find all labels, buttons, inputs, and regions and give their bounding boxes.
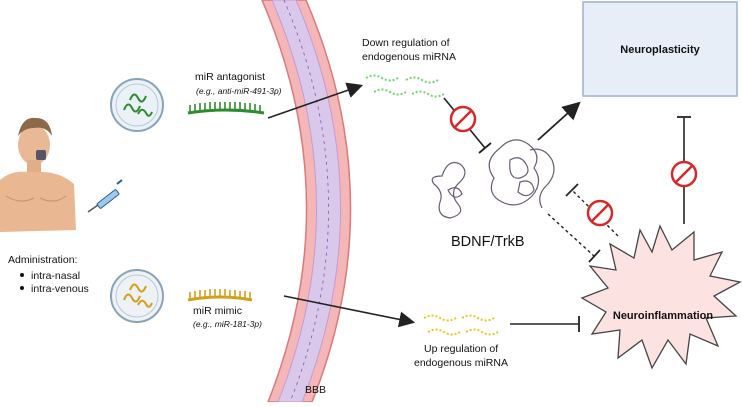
blocked-icon <box>670 160 698 188</box>
petri-dish-mimic <box>110 269 164 323</box>
administration-block: Administration: intra-nasal intra-venous <box>8 254 89 295</box>
neuroplasticity-box <box>582 1 738 97</box>
blocked-icon <box>449 105 477 133</box>
administration-title: Administration: <box>8 254 77 266</box>
down-regulation-line1: Down regulation of <box>362 37 450 49</box>
route-intra-venous: intra-venous <box>31 283 89 295</box>
mimic-label: miR mimic <box>193 305 242 317</box>
bdnf-trkb-label: BDNF/TrkB <box>451 234 525 250</box>
syringe-icon <box>87 179 123 213</box>
bullet-dot <box>20 286 24 290</box>
inhibition-bar <box>478 142 492 154</box>
human-figure <box>0 117 123 232</box>
inhibition-bar <box>565 183 579 197</box>
bullet-dot <box>20 273 24 277</box>
antagonist-example: (e.g., anti-miR-491-3p) <box>196 86 282 96</box>
neuroinflammation-starburst <box>580 224 742 370</box>
mimic-arrow <box>283 295 416 328</box>
mimic-rna-strand <box>187 289 253 302</box>
nasal-spray-icon <box>36 150 46 160</box>
bdnf-trkb-protein <box>431 139 555 219</box>
down-regulation-line2: endogenous miRNA <box>362 51 456 63</box>
bbb-label: BBB <box>305 384 326 396</box>
neuroplasticity-label: Neuroplasticity <box>620 44 700 56</box>
blood-brain-barrier <box>261 0 352 403</box>
up-regulation-line2: endogenous miRNA <box>414 357 508 369</box>
neuroinflammation-label: Neuroinflammation <box>613 310 714 322</box>
antagonist-label: miR antagonist <box>195 71 265 83</box>
blocked-icon <box>586 199 614 227</box>
route-intra-nasal: intra-nasal <box>31 270 80 282</box>
petri-dish-antagonist <box>110 78 164 132</box>
down-regulated-mirna <box>365 74 445 98</box>
antagonist-rna-strand <box>187 102 265 115</box>
antagonist-arrow <box>267 82 364 119</box>
mimic-example: (e.g., miR-181-3p) <box>193 319 262 329</box>
bdnf-neuroplasticity-arrow <box>537 101 581 141</box>
bdnf-neuroinflammation-dashed-line <box>547 213 595 257</box>
up-regulation-line1: Up regulation of <box>424 343 498 355</box>
inhibition-bar <box>588 249 601 263</box>
up-regulated-mirna <box>423 314 499 336</box>
